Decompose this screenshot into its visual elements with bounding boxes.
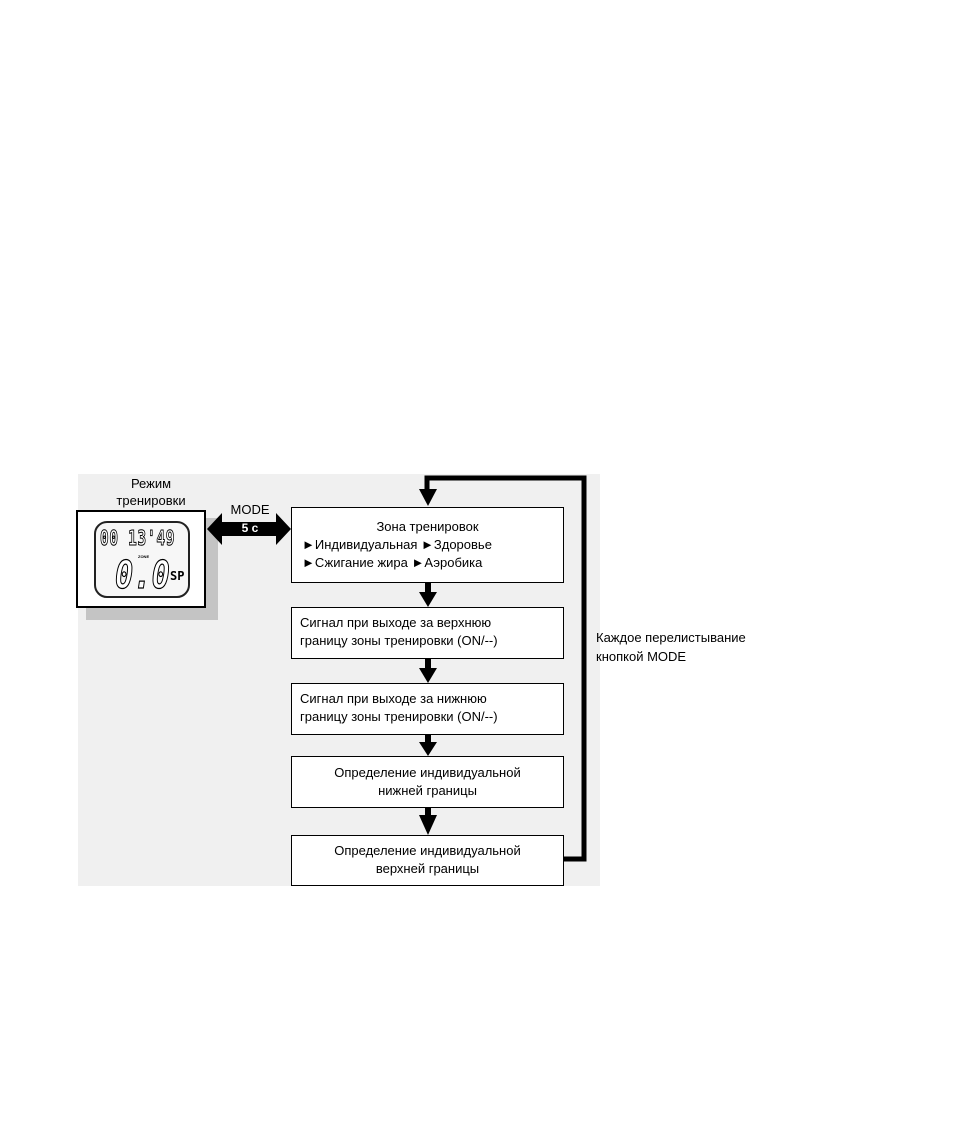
bullet-icon: ► <box>421 537 434 552</box>
lcd-unit-label: SP <box>170 569 185 583</box>
step-upper-bound-line2: верхней границы <box>375 861 480 876</box>
step-upper-bound-line1: Определение индивидуальной <box>334 843 521 858</box>
down-arrow-2 <box>419 659 437 683</box>
lcd-value-readout: 0.0 <box>115 553 171 597</box>
watch-device: 00 13'49 ZONE 0.0 SP <box>76 510 206 608</box>
zone-option-aerobic: Аэробика <box>424 555 483 570</box>
zone-option-health: Здоровье <box>433 537 492 552</box>
bullet-icon: ► <box>302 537 315 552</box>
step-lower-limit-line1: Сигнал при выходе за нижнюю <box>300 691 487 706</box>
training-mode-label: Режим тренировки <box>96 475 206 509</box>
step-upper-limit-line2: границу зоны тренировки (ON/--) <box>300 633 498 648</box>
lcd-zone-label: ZONE <box>138 554 150 559</box>
down-arrow-3 <box>419 735 437 756</box>
step-training-zone-title: Зона тренировок <box>376 519 479 534</box>
down-arrow-1 <box>419 583 437 607</box>
step-lower-limit-line2: границу зоны тренировки (ON/--) <box>300 709 498 724</box>
loop-back-line <box>424 475 587 862</box>
lcd-time-readout: 00 13'49 <box>100 526 176 551</box>
step-individual-upper-bound: Определение индивидуальной верхней грани… <box>291 835 564 886</box>
zone-option-fat-burn: Сжигание жира <box>314 555 408 570</box>
step-upper-limit-line1: Сигнал при выходе за верхнюю <box>300 615 492 630</box>
step-upper-limit-alarm: Сигнал при выходе за верхнюю границу зон… <box>291 607 564 659</box>
loop-note-line2: кнопкой MODE <box>596 649 687 664</box>
zone-options-row1: ►Индивидуальная ►Здоровье <box>292 536 563 554</box>
lcd-screen: 00 13'49 ZONE 0.0 SP <box>94 521 190 598</box>
step-individual-lower-bound: Определение индивидуальной нижней границ… <box>291 756 564 808</box>
loop-note-line1: Каждое перелистывание <box>596 630 746 645</box>
mode-label-line2: тренировки <box>116 493 186 508</box>
loop-note: Каждое перелистывание кнопкой MODE <box>596 628 746 666</box>
zone-options-row2: ►Сжигание жира ►Аэробика <box>292 554 563 572</box>
bullet-icon: ► <box>302 555 315 570</box>
step-lower-bound-line1: Определение индивидуальной <box>334 765 521 780</box>
bullet-icon: ► <box>411 555 425 570</box>
mode-label-line1: Режим <box>130 476 172 491</box>
mode-duration-label: 5 с <box>241 521 259 535</box>
zone-option-individual: Индивидуальная <box>314 537 418 552</box>
mode-arrow-label: MODE <box>230 502 270 517</box>
mode-double-arrow <box>207 513 291 545</box>
step-training-zone: Зона тренировок ►Индивидуальная ►Здоровь… <box>291 507 564 583</box>
down-arrow-4 <box>419 808 437 835</box>
loop-back-arrowhead <box>419 489 437 506</box>
step-lower-limit-alarm: Сигнал при выходе за нижнюю границу зоны… <box>291 683 564 735</box>
step-lower-bound-line2: нижней границы <box>378 783 477 798</box>
